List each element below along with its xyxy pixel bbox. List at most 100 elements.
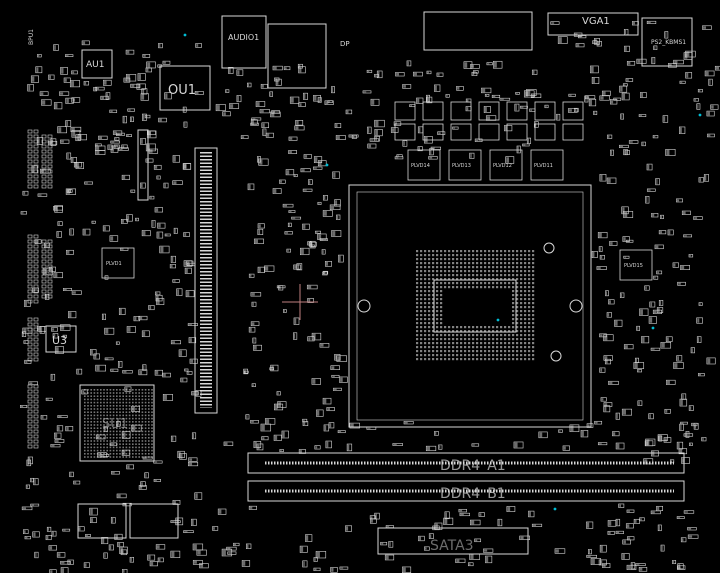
cpu-pad [528, 322, 531, 325]
component-outline [126, 134, 132, 137]
header-bottom-left-2[interactable] [129, 503, 179, 539]
cpu-pad [440, 322, 443, 325]
vga-connector[interactable] [547, 12, 639, 36]
bga-ball [132, 408, 134, 410]
u3-chip[interactable] [45, 325, 77, 353]
ddr-a1-slot[interactable] [247, 452, 685, 474]
dimm-slots[interactable] [247, 452, 685, 502]
cpu-pad [464, 278, 467, 281]
component-outline [256, 443, 264, 451]
component-outline [283, 66, 291, 71]
component-outline [241, 560, 251, 567]
header-pin [27, 384, 33, 389]
header-pin [27, 439, 33, 444]
pad [625, 46, 627, 51]
pad [616, 531, 620, 534]
component-footprint [455, 558, 466, 563]
component-outline [286, 248, 291, 253]
component-footprint [146, 61, 156, 69]
cpu-pad [516, 338, 519, 341]
component-outline [374, 129, 383, 137]
pad [282, 431, 285, 438]
su1-chip[interactable] [79, 384, 155, 462]
pcie-slot-short[interactable] [137, 129, 149, 201]
component-outline [653, 45, 658, 50]
ps2-connector[interactable] [641, 17, 693, 67]
cpu-pad [500, 350, 503, 353]
component-footprint [533, 121, 539, 128]
cpu-pad [528, 326, 531, 329]
bga-ball [84, 430, 86, 433]
bga-ball [128, 430, 131, 433]
mosfet [506, 123, 528, 141]
bga-ball [151, 443, 153, 445]
pad [117, 494, 121, 498]
sata-connector[interactable] [377, 527, 529, 555]
header-pin [33, 264, 39, 269]
ou1-chip[interactable] [159, 65, 211, 111]
test-point [553, 507, 557, 511]
header-pin [33, 299, 39, 304]
component-footprint [645, 196, 650, 204]
component-outline [376, 70, 383, 79]
component-outline [599, 367, 606, 373]
component-footprint [54, 205, 63, 213]
component-outline [186, 260, 194, 266]
header-pin [33, 394, 39, 399]
component-footprint [126, 326, 136, 333]
pcie-slot-long[interactable] [194, 147, 218, 414]
component-outline [195, 43, 202, 48]
component-footprint [187, 323, 198, 326]
au1-chip[interactable] [81, 49, 113, 79]
component-footprint [664, 408, 671, 414]
cpu-pad [480, 286, 483, 289]
pad [484, 107, 487, 113]
bga-ball [122, 398, 124, 401]
pad [252, 118, 256, 120]
header-pin [41, 264, 47, 269]
bga-ball [106, 405, 108, 407]
bga-ball [122, 395, 124, 397]
bga-ball [116, 424, 118, 426]
component-footprint [104, 275, 109, 280]
dp-connector[interactable] [423, 11, 533, 51]
cpu-pad [472, 330, 475, 333]
cpu-pad [516, 250, 519, 253]
cpu-pad [472, 278, 475, 281]
pad [335, 354, 337, 360]
cpu-socket[interactable] [348, 184, 592, 428]
pad [254, 441, 257, 448]
component-outline [251, 383, 256, 387]
bga-ball [128, 456, 131, 458]
bga-ball [132, 421, 134, 423]
header-pin [27, 179, 33, 184]
audio-connector[interactable] [221, 15, 267, 69]
cpu-pad [464, 258, 467, 261]
cpu-pad [428, 262, 431, 265]
cpu-pad [416, 270, 419, 273]
pad [68, 560, 71, 564]
component-outline [505, 156, 515, 164]
header-bottom-left[interactable] [77, 503, 127, 539]
cpu-pad [472, 358, 475, 361]
component-outline [303, 154, 312, 159]
ddr-b1-slot[interactable] [247, 480, 685, 502]
cpu-pad [532, 278, 535, 281]
bga-ball [122, 427, 124, 429]
cpu-pad [464, 282, 467, 285]
pad [640, 309, 643, 315]
cpu-pad [428, 358, 431, 361]
header-pin [27, 159, 33, 164]
component-footprint [23, 340, 29, 344]
component-outline [651, 213, 659, 218]
cpu-pad [436, 290, 439, 293]
component-footprint [646, 20, 657, 24]
pcie-slots[interactable] [137, 129, 218, 414]
bga-ball [87, 417, 89, 420]
bga-ball [109, 421, 112, 423]
cpu-pad [516, 286, 519, 289]
lan-connector[interactable] [267, 23, 327, 89]
component-outline [630, 562, 636, 570]
pad [598, 232, 602, 238]
